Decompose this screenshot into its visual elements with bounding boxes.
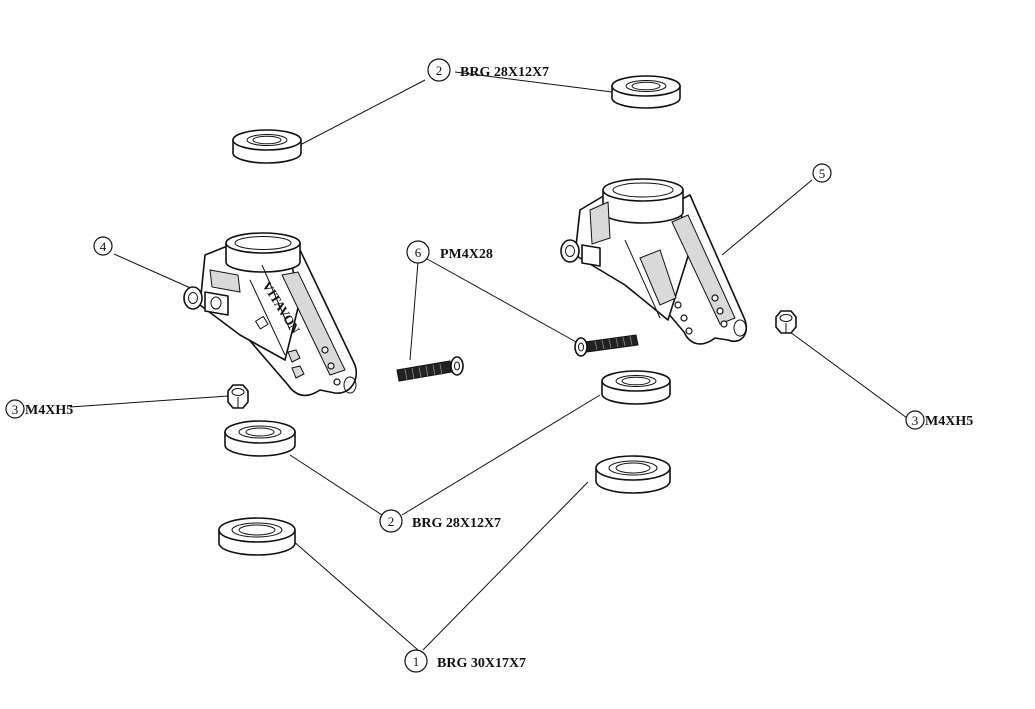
bearing-large-right (595, 455, 671, 494)
callout-1-number: 1 (413, 654, 420, 669)
callout-2-top-number: 2 (436, 63, 443, 78)
callout-6-number: 6 (415, 245, 422, 260)
knuckle-right (560, 178, 747, 345)
callout-3-right-number: 3 (912, 413, 919, 428)
callout-2-top-label: BRG 28X12X7 (460, 65, 549, 80)
callout-5-number: 5 (819, 166, 826, 181)
callout-6-label: PM4X28 (440, 247, 493, 262)
callout-3-left-label: M4XH5 (25, 403, 73, 418)
nut-left (227, 384, 249, 409)
callout-2-top: 2 BRG 28X12X7 (427, 58, 549, 82)
screw-left (396, 356, 464, 382)
callout-5: 5 (812, 163, 832, 183)
callout-3-left-number: 3 (12, 402, 19, 417)
callout-3-left: 3 M4XH5 (5, 399, 73, 419)
bearing-mid-right (601, 370, 671, 405)
bearing-top-left (232, 129, 302, 164)
callout-6: 6 PM4X28 (406, 240, 493, 264)
callout-2-bottom-label: BRG 28X12X7 (412, 516, 501, 531)
bearing-top-right (611, 75, 681, 109)
callout-2-bottom: 2 BRG 28X12X7 (379, 509, 501, 533)
knuckle-left: VITAVON (183, 232, 357, 397)
callout-3-right: 3 M4XH5 (905, 410, 973, 430)
bearing-mid-left (224, 420, 296, 457)
leader-lines (69, 71, 908, 651)
callout-1: 1 BRG 30X17X7 (404, 649, 526, 673)
callout-1-label: BRG 30X17X7 (437, 656, 526, 671)
callout-4-number: 4 (100, 239, 107, 254)
callout-4: 4 (93, 236, 113, 256)
bearing-large-left (218, 517, 296, 556)
screw-right (574, 334, 639, 357)
nut-right (775, 310, 797, 334)
callout-3-right-label: M4XH5 (925, 414, 973, 429)
callout-2-bottom-number: 2 (388, 514, 395, 529)
